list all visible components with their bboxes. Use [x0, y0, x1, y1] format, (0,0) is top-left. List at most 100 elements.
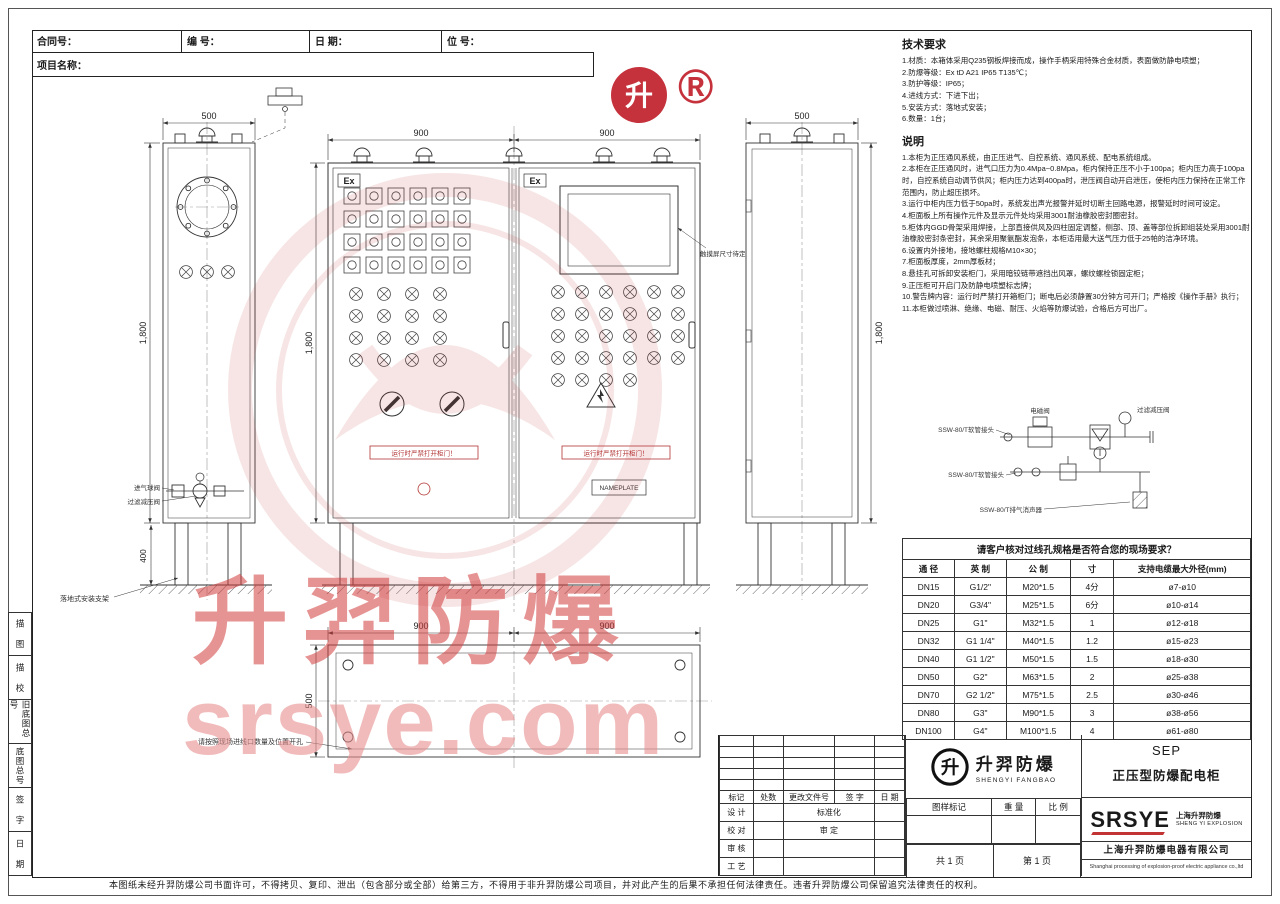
company-name-en: Shanghai processing of explosion-proof e… [1089, 864, 1244, 870]
brand-name-cn: 升羿防爆 [975, 754, 1056, 774]
inlet-valve-label: 进气球阀 [134, 483, 160, 492]
disclaimer-text: 本图纸未经升羿防爆公司书面许可，不得拷贝、复印、泄出（包含部分或全部）给第三方，… [108, 880, 983, 890]
nameplate-label: NAMEPLATE [600, 485, 640, 492]
spec-row: DN20 G3/4" M25*1.5 6分 ø10-ø14 [902, 595, 1251, 614]
air-inlet-assembly [161, 472, 244, 508]
dim-900-right: 900 [599, 128, 614, 138]
company-short-cn: 上海升羿防爆 [1175, 811, 1221, 821]
ex-mark-right: Ex [529, 176, 540, 186]
title-block-right: SEP 正压型防爆配电柜 SRSYE 上海升羿防爆 SHENG YI EXPLO… [1081, 735, 1251, 876]
contract-no-label: 合同号： [32, 30, 182, 52]
dim-1800-front: 1,800 [304, 332, 314, 355]
pages-table: 共 1 页 第 1 页 [906, 843, 1081, 877]
spec-row: DN40 G1 1/2" M50*1.5 1.5 ø18-ø30 [902, 649, 1251, 668]
title-block: 标记 处数 更改文件号 签 字 日 期 设 计 标准化 校 对 [718, 735, 1251, 877]
dim-400: 400 [139, 549, 148, 563]
filter-regulator-label: 过滤减压阀 [128, 497, 161, 506]
note-line: 2.本柜在正压通风时，进气口压力为0.4Mpa~0.8Mpa，柜内保持正压不小于… [902, 164, 1246, 197]
door-warning-right: 运行时严禁打开柜门！ [584, 449, 649, 458]
srsye-logotype: SRSYE [1090, 808, 1170, 835]
brand-logo-icon: 升 [611, 67, 667, 123]
dim-500-right: 500 [794, 111, 809, 121]
spec-row: DN70 G2 1/2" M75*1.5 2.5 ø30-ø46 [902, 685, 1251, 704]
muffler-label: SSW-80/T排气消声器 [980, 505, 1043, 514]
sheet-outer-border [8, 8, 1272, 896]
spec-row: DN25 G1" M32*1.5 1 ø12-ø18 [902, 613, 1251, 632]
front-view [322, 147, 710, 594]
pneumatic-schematic [995, 411, 1154, 510]
note-line: 6.设置内外接地，接地螺柱规格M10×30； [902, 245, 1041, 255]
margin-label: 签 字 [8, 788, 32, 832]
door-warning-left: 运行时严禁打开柜门！ [392, 449, 457, 458]
dim-900-bottom-right: 900 [599, 621, 614, 631]
title-block-middle: 升 升羿防爆 SHENGYI FANGBAO 图样标记 重 量 比 例 [905, 735, 1081, 877]
margin-label-column: 描 图 描 校 旧底图总号 底图总号 签 字 日 期 [8, 612, 32, 876]
spec-row: DN15 G1/2" M20*1.5 4分 ø7-ø10 [902, 577, 1251, 596]
role-row: 设 计 标准化 [719, 803, 905, 822]
notes-title: 说明 [902, 135, 924, 148]
tech-requirement-line: 5.安装方式：落地式安装； [902, 102, 991, 112]
company-logo-icon: 升 [931, 747, 969, 786]
margin-label: 旧底图总号 [8, 700, 32, 744]
spec-table-title: 请客户核对过线孔规格是否符合您的现场要求？ [902, 538, 1251, 560]
weight-label: 重 量 [990, 799, 1037, 816]
company-short-en: SHENG YI EXPLOSION [1175, 820, 1243, 827]
role-row: 校 对 审 定 [719, 821, 905, 840]
note-line: 11.本柜做过喷淋、绝缘、电磁、耐压、火焰等防爆试验，合格后方可出厂。 [902, 303, 1152, 313]
role-row: 工 艺 [719, 857, 905, 876]
left-side-view [113, 127, 272, 598]
warning-triangle-icon [586, 382, 616, 408]
rev-col-docno: 更改文件号 [782, 790, 836, 804]
brand-name-en: SHENGYI FANGBAO [975, 776, 1057, 784]
dim-900-bottom-left: 900 [413, 621, 428, 631]
margin-label: 描 图 [8, 612, 32, 656]
tag-no-label: 位 号： [447, 37, 480, 48]
tech-requirement-line: 3.防护等级：IP65； [902, 79, 969, 89]
note-line: 5.柜体内GGD骨架采用焊接，上部直接供风及四柱固定调整，侧部、顶、盖等部位拆卸… [902, 222, 1250, 244]
spec-col-inch: 寸 [1069, 559, 1115, 578]
right-side-view [736, 127, 868, 594]
stamp-table: 图样标记 重 量 比 例 [906, 799, 1081, 844]
left-view-dimensions [144, 118, 256, 586]
spec-col-imperial: 英 制 [953, 559, 1007, 578]
revision-signature-table: 标记 处数 更改文件号 签 字 日 期 设 计 标准化 校 对 [719, 735, 905, 876]
margin-label: 日 期 [8, 832, 32, 876]
bottom-view [305, 644, 701, 758]
company-brand-row: SRSYE 上海升羿防爆 SHENG YI EXPLOSION [1082, 798, 1251, 842]
spec-row: DN50 G2" M63*1.5 2 ø25-ø38 [902, 667, 1251, 686]
spec-row: DN80 G3" M90*1.5 3 ø38-ø56 [902, 703, 1251, 722]
screen-note-label: 触摸屏尺寸待定 [700, 249, 746, 258]
tech-requirement-line: 2.防爆等级：Ex tD A21 IP65 T135℃； [902, 67, 1032, 77]
floor-bracket-label: 落地式安装支架 [60, 594, 109, 603]
tech-requirement-line: 4.进线方式：下进下出； [902, 90, 984, 100]
hmi-screen [559, 185, 707, 275]
right-view-dimensions [745, 118, 877, 524]
dim-500: 500 [201, 111, 216, 121]
page-number: 第 1 页 [993, 843, 1081, 877]
bottom-view-dimensions [310, 627, 701, 758]
role-row: 审 核 [719, 839, 905, 858]
mounting-detail [251, 87, 303, 143]
dim-900-left: 900 [413, 128, 428, 138]
fr-label: 过滤减压阀 [1137, 405, 1170, 414]
margin-label: 描 校 [8, 656, 32, 700]
sheet-inner-border [32, 30, 1252, 878]
rev-col-date: 日 期 [874, 790, 905, 804]
spec-col-metric: 公 制 [1005, 559, 1071, 578]
number-label: 编 号： [182, 30, 310, 52]
hose-fitting-label-2: SSW-80/T软管接头 [948, 470, 1004, 479]
tech-requirements-title: 技术要求 [902, 39, 946, 51]
brand-logo-top: 升 ® [608, 64, 713, 126]
hose-fitting-label-1: SSW-80/T软管接头 [938, 425, 994, 434]
note-line: 10.警告牌内容：运行时严禁打开箱柜门；断电后必须静置30分钟方可开门；严格按《… [902, 292, 1244, 302]
solenoid-label: 电磁阀 [1030, 406, 1050, 415]
company-name-cn: 上海升羿防爆电器有限公司 [1082, 842, 1251, 860]
svg-text:升: 升 [941, 756, 959, 777]
note-line: 7.柜面板厚度，2mm厚板材； [902, 257, 1000, 267]
pages-total: 共 1 页 [906, 843, 994, 877]
company-logo-row: 升 升羿防爆 SHENGYI FANGBAO [906, 735, 1081, 799]
spec-col-dn: 通 径 [902, 559, 955, 578]
product-name: 正压型防爆配电柜 [1112, 769, 1221, 783]
